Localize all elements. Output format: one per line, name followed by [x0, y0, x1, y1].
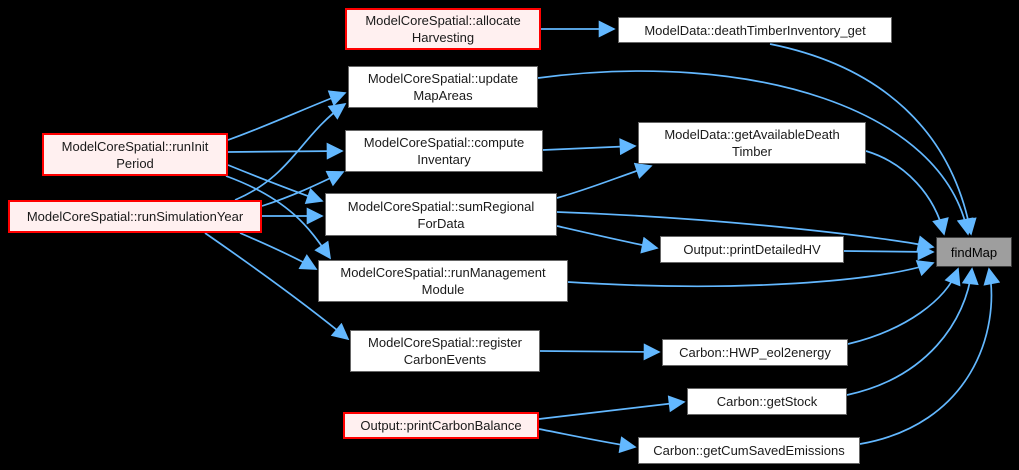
graph-node-label: ModelCoreSpatial::compute	[363, 135, 525, 150]
edge-runInitPeriod-to-computeInventary	[227, 142, 344, 160]
graph-node-label: Output::printDetailedHV	[683, 242, 821, 257]
graph-node-label: ModelData::deathTimberInventory_get	[644, 22, 866, 38]
graph-node-hwpEol2energy[interactable]: Carbon::HWP_eol2energy	[662, 339, 848, 366]
edge-hwpEol2energy-to-findMap	[847, 267, 961, 345]
graph-node-deathTimberInventoryGet[interactable]: ModelData::deathTimberInventory_get	[618, 17, 892, 43]
edge-runSimulationYear-to-registerCarbonEvents	[204, 232, 350, 341]
graph-node-label: ModelCoreSpatial::runSimulationYear	[26, 209, 244, 224]
graph-node-printDetailedHV[interactable]: Output::printDetailedHV	[660, 236, 844, 263]
graph-node-label: findMap	[950, 244, 998, 260]
graph-node-label: ForData	[417, 215, 465, 231]
edge-runManagementModule-to-findMap	[567, 260, 935, 288]
graph-node-label: CarbonEvents	[403, 352, 487, 367]
graph-node-label: Timber	[732, 144, 772, 159]
graph-node-runSimulationYear[interactable]: ModelCoreSpatial::runSimulationYear	[8, 200, 262, 233]
graph-node-label: ModelCoreSpatial::register	[368, 335, 522, 350]
graph-node-printCarbonBalance[interactable]: Output::printCarbonBalance	[343, 412, 539, 439]
edge-runSimulationYear-to-computeInventary	[261, 170, 345, 207]
edge-getStock-to-findMap	[846, 267, 979, 396]
edge-sumRegionalForData-to-findMap	[556, 211, 935, 253]
edge-updateMapAreas-to-findMap	[537, 70, 974, 236]
edge-printCarbonBalance-to-getStock	[538, 395, 686, 420]
graph-node-label: ModelCoreSpatial::allocate	[365, 13, 521, 28]
edge-runInitPeriod-to-sumRegionalForData	[227, 164, 324, 205]
edge-registerCarbonEvents-to-hwpEol2energy	[539, 343, 661, 361]
edge-runSimulationYear-to-runManagementModule	[239, 232, 318, 270]
edge-deathTimberInventoryGet-to-findMap	[769, 43, 977, 236]
graph-node-label: Inventary	[417, 152, 471, 167]
graph-node-label: ModelCoreSpatial::runInit	[61, 138, 209, 154]
graph-node-label: Carbon::getCumSavedEmissions	[653, 443, 845, 458]
edge-sumRegionalForData-to-printDetailedHV	[556, 225, 659, 254]
edge-computeInventary-to-getAvailableDeathTimber	[542, 138, 637, 156]
graph-node-label: Carbon::getStock	[716, 394, 818, 409]
graph-node-label: Module	[421, 282, 465, 297]
graph-node-label: ModelCoreSpatial::update	[367, 71, 519, 86]
graph-node-getCumSavedEmissions[interactable]: Carbon::getCumSavedEmissions	[638, 437, 860, 464]
edge-printCarbonBalance-to-getCumSavedEmissions	[538, 428, 637, 454]
graph-node-getStock[interactable]: Carbon::getStock	[687, 388, 847, 415]
edge-getCumSavedEmissions-to-findMap	[859, 267, 1001, 445]
graph-node-findMap[interactable]: findMap	[936, 237, 1012, 267]
graph-node-label: ModelData::getAvailableDeath	[664, 127, 840, 142]
graph-node-label: ModelCoreSpatial::sumRegional	[347, 198, 535, 214]
edge-sumRegionalForData-to-getAvailableDeathTimber	[556, 162, 653, 199]
graph-node-label: ModelCoreSpatial::runManagement	[340, 265, 546, 280]
graph-node-label: Output::printCarbonBalance	[360, 418, 522, 433]
edge-runSimulationYear-to-updateMapAreas	[234, 103, 347, 201]
graph-node-label: Harvesting	[411, 30, 475, 45]
edge-getAvailableDeathTimber-to-findMap	[865, 150, 949, 236]
graph-node-label: Period	[116, 155, 154, 171]
graph-node-label: MapAreas	[413, 88, 473, 103]
edge-printDetailedHV-to-findMap	[843, 243, 935, 261]
edge-runInitPeriod-to-updateMapAreas	[227, 90, 347, 141]
graph-node-label: Carbon::HWP_eol2energy	[679, 345, 831, 360]
